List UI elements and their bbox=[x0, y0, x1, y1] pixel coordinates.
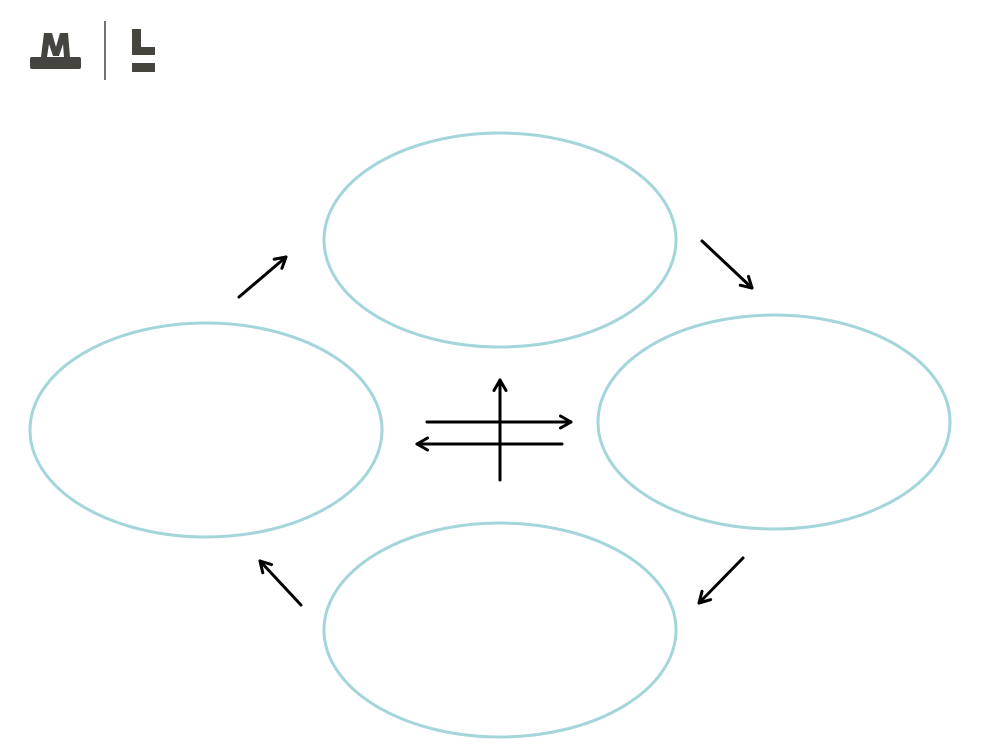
arrow-top-to-right-icon bbox=[700, 239, 754, 290]
center-cross-arrows-icon bbox=[415, 378, 573, 482]
arrow-bottom-to-left-icon bbox=[258, 559, 303, 607]
node-left[interactable] bbox=[28, 321, 384, 539]
node-bottom[interactable] bbox=[322, 521, 678, 739]
logo-m-icon bbox=[30, 33, 81, 69]
logo-icons bbox=[30, 21, 155, 80]
node-right[interactable] bbox=[596, 313, 952, 531]
arrow-left-to-top-icon bbox=[237, 255, 288, 299]
node-top[interactable] bbox=[322, 131, 678, 349]
arrow-right-to-bottom-icon bbox=[697, 556, 745, 605]
logo-l-icon bbox=[132, 29, 155, 72]
logo-bar bbox=[0, 0, 200, 90]
